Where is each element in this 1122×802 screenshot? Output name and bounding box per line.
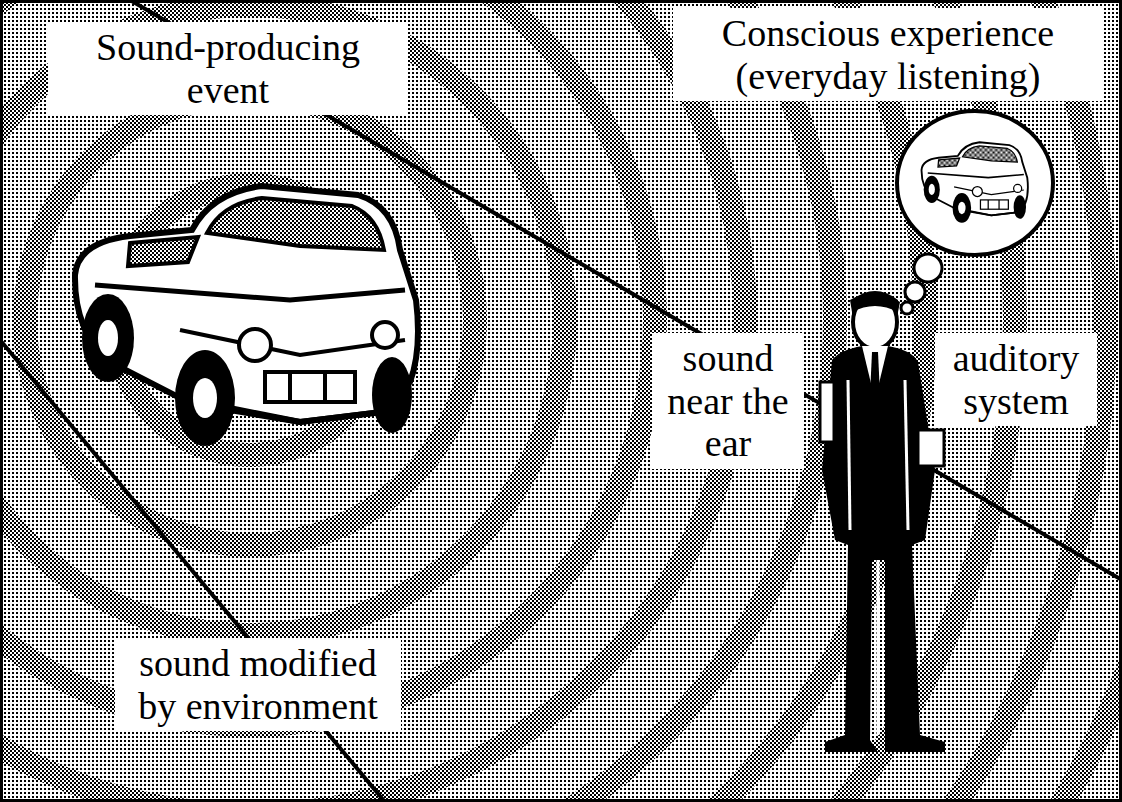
imagined-car (922, 142, 1028, 223)
listener-figure-part (848, 380, 850, 530)
sound-waves-part (0, 0, 1015, 802)
sound-waves-part (0, 0, 835, 802)
car-illustration (75, 186, 418, 446)
thought-bubble-part (901, 302, 913, 314)
sound-waves-part (0, 5, 565, 635)
listener-figure-part (877, 560, 880, 735)
sound-waves-part (0, 0, 655, 725)
listener-figure-part (850, 293, 900, 312)
thought-bubble-part (914, 254, 942, 282)
annotation-label: Conscious experience (everyday listening… (673, 8, 1103, 101)
listener-figure-part (820, 382, 834, 442)
listener-figure-part (905, 380, 908, 530)
thought-bubble-part (905, 282, 925, 302)
listener-figure-part (918, 430, 944, 466)
listener-figure-part (870, 352, 880, 402)
thought-bubble-part (897, 111, 1053, 255)
thought-bubble (897, 111, 1053, 314)
annotation-label: sound near the ear (652, 333, 804, 469)
sound-waves-part (0, 0, 745, 802)
annotation-label: Sound-producing event (48, 22, 408, 115)
listener-figure (820, 291, 945, 752)
listener-figure-part (822, 346, 945, 752)
sound-waves-part (0, 0, 925, 802)
annotation-label: sound modified by environment (115, 638, 401, 731)
annotation-label: auditory system (935, 333, 1097, 426)
